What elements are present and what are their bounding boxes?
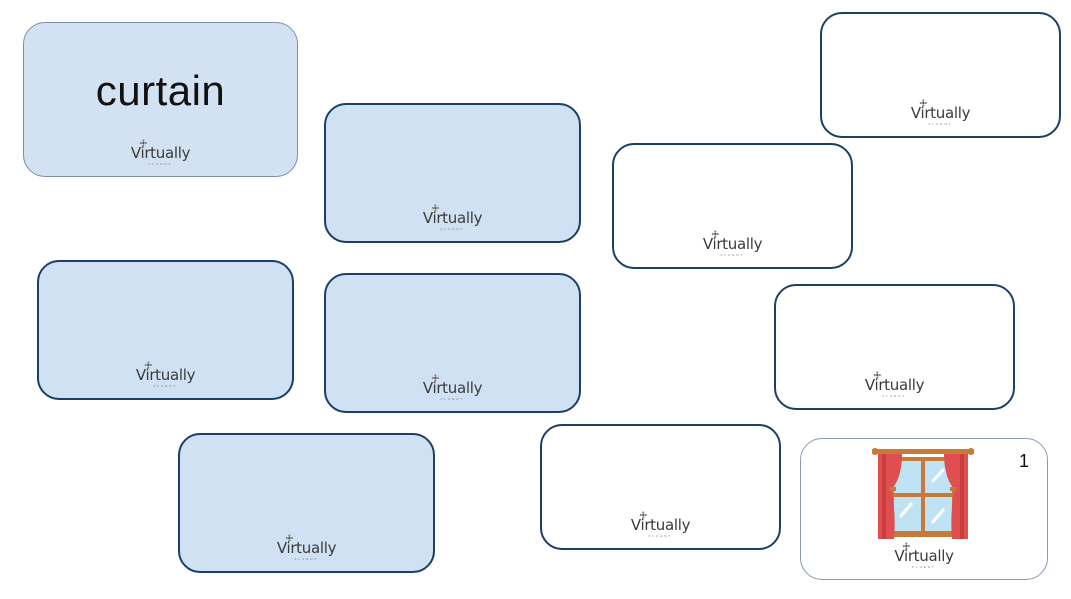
logo-tagline: FLUENT	[882, 394, 907, 398]
virtually-logo: Virtually FLUENT	[135, 361, 196, 388]
virtually-logo: Virtually FLUENT	[422, 204, 483, 231]
flower-icon	[431, 204, 439, 212]
word-card-curtain[interactable]: curtain Virtually FLUENT	[23, 22, 298, 177]
logo-brand: Virtually	[422, 209, 483, 227]
card-back-white[interactable]: Virtually FLUENT	[612, 143, 853, 269]
logo-brand: Virtually	[894, 547, 954, 565]
flower-icon	[285, 534, 293, 542]
logo-tagline: FLUENT	[648, 534, 673, 538]
logo-tagline: FLUENT	[912, 565, 936, 569]
flower-icon	[144, 361, 152, 369]
logo-tagline: FLUENT	[153, 384, 178, 388]
picture-card-curtain[interactable]: 1 Virtually FLUENT	[800, 438, 1048, 580]
card-back-blue[interactable]: Virtually FLUENT	[37, 260, 294, 400]
flower-icon	[711, 230, 719, 238]
card-back-blue[interactable]: Virtually FLUENT	[324, 103, 581, 243]
logo-brand: Virtually	[630, 516, 691, 534]
flower-icon	[902, 542, 910, 550]
logo-brand: Virtually	[422, 379, 483, 397]
logo-brand: Virtually	[702, 235, 763, 253]
logo-tagline: FLUENT	[440, 397, 465, 401]
logo-brand: Virtually	[864, 376, 925, 394]
virtually-logo: Virtually FLUENT	[276, 534, 337, 561]
logo-tagline: FLUENT	[720, 253, 745, 257]
logo-tagline: FLUENT	[148, 162, 173, 166]
flower-icon	[873, 371, 881, 379]
card-word: curtain	[95, 67, 226, 114]
logo-brand: Virtually	[135, 366, 196, 384]
card-number: 1	[1018, 451, 1029, 471]
logo-tagline: FLUENT	[294, 557, 319, 561]
curtain-window-icon	[872, 448, 974, 539]
virtually-logo: Virtually FLUENT	[630, 511, 691, 538]
virtually-logo: Virtually FLUENT	[130, 139, 191, 166]
flower-icon	[139, 139, 147, 147]
card-back-white[interactable]: Virtually FLUENT	[820, 12, 1061, 138]
flower-icon	[919, 99, 927, 107]
virtually-logo: Virtually FLUENT	[422, 374, 483, 401]
logo-tagline: FLUENT	[928, 122, 953, 126]
virtually-logo: Virtually FLUENT	[894, 542, 954, 569]
card-back-white[interactable]: Virtually FLUENT	[540, 424, 781, 550]
logo-brand: Virtually	[130, 144, 191, 162]
virtually-logo: Virtually FLUENT	[702, 230, 763, 257]
virtually-logo: Virtually FLUENT	[864, 371, 925, 398]
card-back-blue[interactable]: Virtually FLUENT	[324, 273, 581, 413]
logo-tagline: FLUENT	[440, 227, 465, 231]
virtually-logo: Virtually FLUENT	[910, 99, 971, 126]
card-back-white[interactable]: Virtually FLUENT	[774, 284, 1015, 410]
logo-brand: Virtually	[910, 104, 971, 122]
card-back-blue[interactable]: Virtually FLUENT	[178, 433, 435, 573]
flower-icon	[431, 374, 439, 382]
flower-icon	[639, 511, 647, 519]
logo-brand: Virtually	[276, 539, 337, 557]
